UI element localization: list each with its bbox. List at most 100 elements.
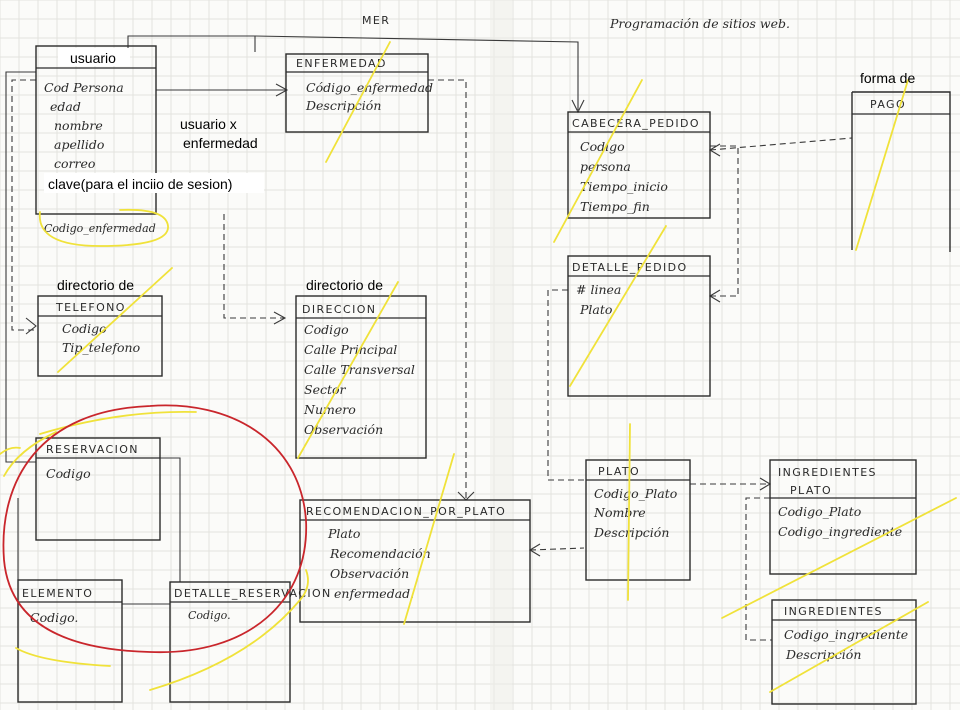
link-reservacion-detalle: [160, 457, 181, 582]
strike-detalle-pedido: [569, 225, 667, 387]
persona-attr-correo: correo: [54, 156, 95, 171]
ingredientes-plato-title-2: PLATO: [790, 484, 832, 497]
link-enfermedad-recomendacion: [428, 79, 467, 500]
detalle-reservacion-attr-codigo: Codigo.: [188, 609, 231, 622]
cabecera-title: CABECERA_PEDIDO: [572, 117, 700, 130]
stroke-left-edge: [0, 446, 21, 455]
plato-attr-nombre: Nombre: [593, 505, 646, 520]
relationship-lines: [5, 35, 853, 641]
detalle-pedido-title: DETALLE_PEDIDO: [572, 261, 688, 274]
recomendacion-attr-enfermedad: enfermedad.: [334, 586, 414, 601]
telefono-box: [37, 295, 163, 377]
entity-persona: Cod Persona edad nombre apellido correo …: [35, 45, 169, 247]
telefono-attr-codigo: Codigo: [62, 321, 107, 336]
red-circle-reservation: [2, 404, 307, 653]
pago-box: [852, 91, 951, 252]
elemento-title: ELEMENTO: [22, 587, 93, 600]
ingredientes-plato-title-1: INGREDIENTES: [778, 466, 877, 479]
link-cabecera-detalle: [710, 145, 739, 297]
entity-elemento: ELEMENTO Codigo.: [17, 579, 123, 703]
entity-direccion: DIRECCION Codigo Calle Principal Calle T…: [295, 295, 427, 459]
enfermedad-attr-codigo: Código_enfermedad: [306, 80, 433, 95]
note-enfermedad: enfermedad: [183, 135, 258, 151]
reservacion-attr-codigo: Codigo: [46, 466, 91, 481]
cabecera-attr-tiempo-fin: Tiempo_fin: [580, 199, 650, 214]
recomendacion-attr-recomendacion: Recomendación: [329, 546, 431, 561]
link-crowfoot-direccion: [273, 311, 287, 325]
elemento-attr-codigo: Codigo.: [30, 610, 78, 625]
note-clave-backdrop: [44, 173, 264, 193]
entity-detalle-reservacion: DETALLE_RESERVACION Codigo.: [169, 581, 330, 703]
entity-enfermedad: ENFERMEDAD Código_enfermedad Descripción: [285, 53, 433, 133]
strike-direccion: [297, 281, 399, 459]
strike-pago: [855, 79, 909, 251]
reservacion-title: RESERVACION: [46, 443, 139, 456]
ingredientes-plato-attr-codigo-ingrediente: Codigo_ingrediente: [778, 524, 902, 539]
entity-recomendacion-por-plato: RECOMENDACION_POR_PLATO Plato Recomendac…: [299, 499, 531, 623]
link-detalle-plato: [547, 289, 586, 481]
detalle-pedido-attr-plato: Plato: [579, 302, 612, 317]
strike-ingredientes: [769, 601, 929, 693]
note-directorio-telefono: directorio de: [57, 277, 134, 293]
note-forma-de: forma de: [860, 70, 915, 86]
ingredientes-plato-attr-codigo-plato: Codigo_Plato: [778, 504, 861, 519]
link-crowfoot-telefono: [25, 317, 37, 335]
persona-box: [35, 45, 157, 215]
ingredientes-plato-box: [769, 459, 917, 575]
persona-attr-nombre: nombre: [54, 118, 103, 133]
cabecera-attr-persona: persona: [580, 159, 631, 174]
stroke-reservacion-left: [3, 431, 57, 477]
persona-fk-codigo-enfermedad: Codigo_enfermedad: [44, 222, 156, 235]
strike-enfermedad: [325, 41, 391, 163]
entity-detalle-pedido: DETALLE_PEDIDO # linea Plato: [567, 255, 711, 397]
detalle-pedido-box: [567, 255, 711, 397]
direccion-attr-sector: Sector: [304, 382, 347, 397]
reservacion-box: [35, 437, 161, 541]
entity-cabecera-pedido: CABECERA_PEDIDO Codigo persona Tiempo_in…: [567, 111, 711, 219]
entity-ingredientes-plato: INGREDIENTES PLATO Codigo_Plato Codigo_i…: [769, 459, 917, 575]
recomendacion-attr-plato: Plato: [327, 526, 360, 541]
strike-cabecera: [553, 79, 643, 243]
pago-title: PAGO: [870, 98, 906, 111]
persona-attr-cod-persona: Cod Persona: [44, 80, 124, 95]
link-persona-direccion: [223, 214, 284, 319]
recomendacion-attr-observacion: Observación: [330, 566, 409, 581]
ingredientes-box: [771, 599, 917, 705]
direccion-attr-codigo: Codigo: [304, 322, 349, 337]
elemento-box: [17, 579, 123, 703]
enfermedad-box: [285, 53, 429, 133]
direccion-attr-observacion: Observación: [304, 422, 383, 437]
cabecera-pedido-box: [567, 111, 711, 219]
course-title: Programación de sitios web.: [609, 16, 790, 31]
direccion-attr-calle-transversal: Calle Transversal: [304, 362, 415, 377]
link-ingredientes-ingplato: [745, 497, 772, 641]
stroke-elemento: [15, 647, 111, 667]
link-persona-cabecera: [254, 35, 579, 110]
enfermedad-title: ENFERMEDAD: [296, 57, 387, 70]
persona-attr-edad: edad: [50, 99, 81, 114]
telefono-attr-tipo: Tip_telefono: [62, 340, 140, 355]
note-directorio-direccion: directorio de: [306, 277, 383, 293]
note-usuario-backdrop: [58, 48, 130, 66]
telefono-title: TELEFONO: [55, 301, 126, 314]
link-persona-reservacion: [5, 71, 36, 463]
direccion-title: DIRECCION: [302, 303, 376, 316]
link-persona-top: [127, 35, 256, 52]
link-plato-recomendacion: [529, 547, 585, 551]
note-usuario-x: usuario x: [180, 116, 237, 132]
detalle-reservacion-box: [169, 581, 291, 703]
strike-recomendacion: [403, 453, 455, 625]
enfermedad-attr-descripcion: Descripción: [305, 98, 381, 113]
ingredientes-title: INGREDIENTES: [784, 605, 883, 618]
strike-ingredientes-plato: [721, 497, 957, 619]
note-usuario: usuario: [70, 50, 116, 66]
direccion-attr-numero: Numero: [303, 402, 356, 417]
plato-attr-descripcion: Descripción: [593, 525, 669, 540]
link-persona-telefono: [11, 79, 36, 331]
notebook-fold: [490, 0, 512, 710]
direccion-box: [295, 295, 427, 459]
